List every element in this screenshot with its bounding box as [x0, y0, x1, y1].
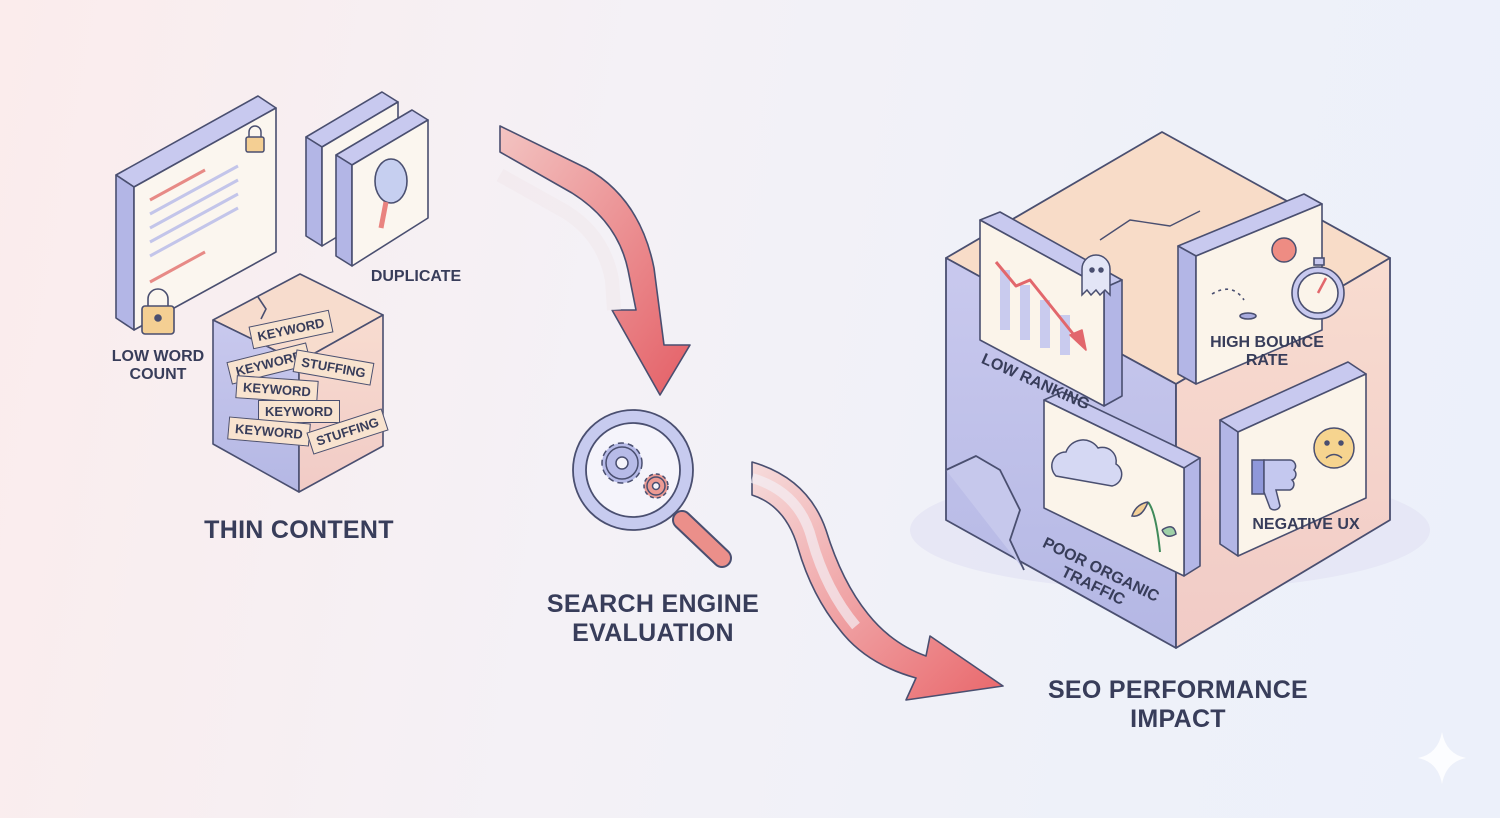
high-bounce-rate-label: HIGH BOUNCE RATE	[1206, 334, 1328, 371]
wilted-plant-icon	[1131, 501, 1177, 553]
ball-icon	[1271, 237, 1297, 263]
cloud-icon	[1051, 439, 1123, 487]
gear-icon	[643, 473, 669, 499]
magnifier-icon	[374, 158, 408, 229]
document-page-icon	[115, 95, 277, 331]
gear-icon	[601, 442, 643, 484]
seo-performance-impact-title: SEO PERFORMANCE IMPACT	[1030, 676, 1326, 734]
thin-content-title: THIN CONTENT	[204, 516, 394, 544]
evaluation-line-1: SEARCH ENGINE	[546, 590, 760, 618]
evaluation-line-2: EVALUATION	[572, 618, 734, 647]
high-bounce-line-2: RATE	[1245, 352, 1289, 370]
sad-face-icon	[1313, 427, 1355, 469]
thumbs-down-icon	[1251, 459, 1297, 511]
impact-line-1: SEO PERFORMANCE	[1047, 676, 1309, 704]
duplicate-cards-icon	[305, 91, 429, 267]
flow-arrow-2	[750, 461, 1004, 701]
sparkle-icon	[1418, 732, 1466, 784]
high-bounce-line-1: HIGH BOUNCE	[1210, 334, 1324, 351]
low-word-count-label: LOW WORD COUNT	[104, 348, 212, 385]
search-engine-evaluation-title: SEARCH ENGINE EVALUATION	[528, 590, 778, 648]
keyword-block: KEYWORD	[258, 400, 340, 423]
low-word-count-line-2: COUNT	[129, 366, 187, 384]
negative-ux-label: NEGATIVE UX	[1252, 516, 1360, 533]
lock-icon	[141, 288, 175, 335]
low-ranking-card	[979, 211, 1123, 407]
flow-arrow-1	[496, 125, 691, 396]
impact-line-2: IMPACT	[1130, 704, 1226, 733]
negative-ux-card	[1219, 361, 1367, 557]
duplicate-label: DUPLICATE	[370, 268, 462, 285]
low-word-count-line-1: LOW WORD	[111, 348, 205, 365]
stopwatch-icon	[1291, 257, 1345, 320]
lock-icon	[245, 125, 265, 153]
ghost-icon	[1081, 254, 1111, 297]
